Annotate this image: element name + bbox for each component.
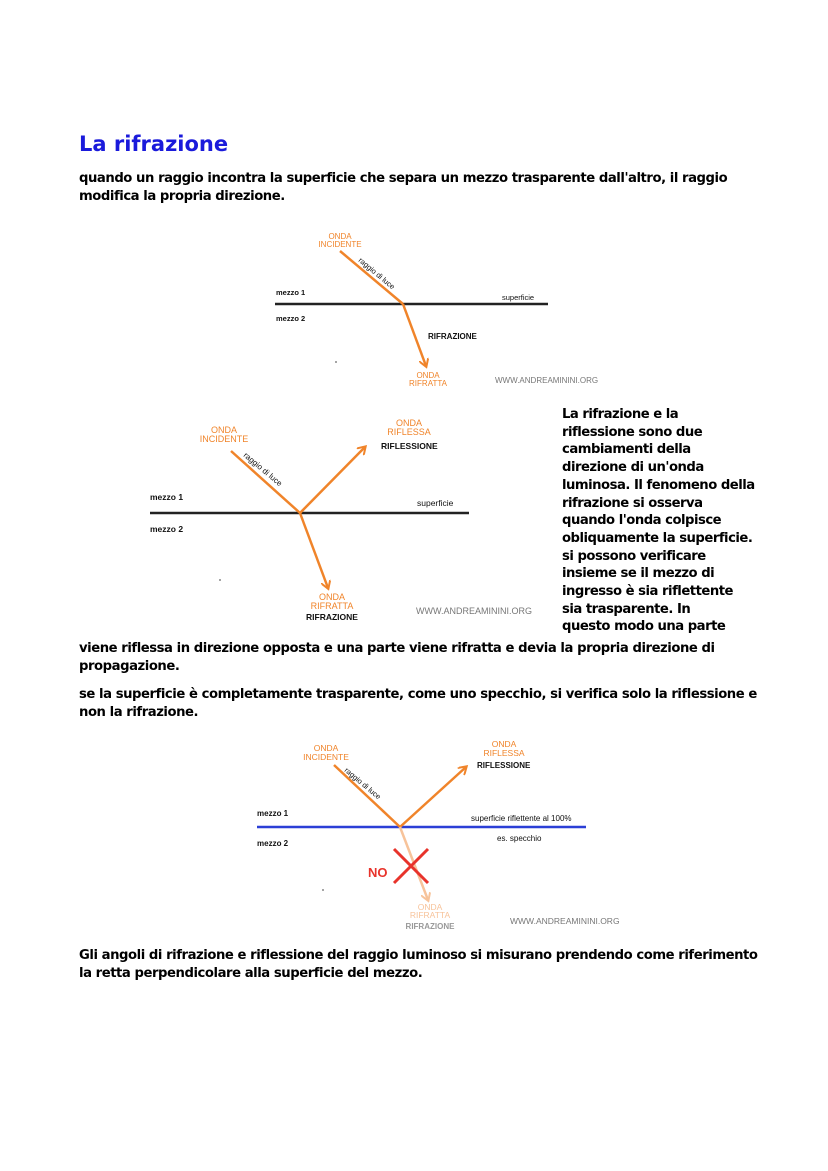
side-line: cambiamenti della <box>562 442 691 458</box>
refracted-ray <box>401 303 426 366</box>
ray-label: raggio di luce <box>357 256 397 292</box>
paragraph-mirror: se la superficie è completamente traspar… <box>79 687 757 720</box>
incident-ray <box>230 450 301 514</box>
no-label: NO <box>368 865 388 880</box>
side-line: obliquamente la superficie. <box>562 530 753 546</box>
paragraph-continuation: viene riflessa in direzione opposta e un… <box>79 641 715 674</box>
side-line: riflessione sono due <box>562 424 703 440</box>
medium1-label: mezzo 1 <box>276 288 305 297</box>
side-line: si possono verificare <box>562 548 706 564</box>
watermark: WWW.ANDREAMININI.ORG <box>495 376 598 385</box>
incident-label-1: ONDA <box>328 232 352 241</box>
incident-label-2: INCIDENTE <box>200 434 249 444</box>
watermark: WWW.ANDREAMININI.ORG <box>510 916 620 926</box>
reflected-label-1: ONDA <box>396 418 422 428</box>
side-text: La rifrazione e la riflessione sono due … <box>562 406 762 636</box>
refracted-label-2: RIFRATTA <box>410 910 451 920</box>
refracted-label-1: ONDA <box>418 902 443 912</box>
surface-label: superficie <box>502 293 534 302</box>
side-line: La rifrazione e la <box>562 407 679 422</box>
reflected-label-1: ONDA <box>492 739 517 749</box>
medium1-label: mezzo 1 <box>150 492 183 502</box>
ray-label: raggio di luce <box>242 451 285 489</box>
side-line: quando l'onda colpisce <box>562 513 722 529</box>
side-line: sia trasparente. In <box>562 601 691 617</box>
medium2-label: mezzo 2 <box>257 839 289 848</box>
reflected-ray <box>399 767 466 828</box>
medium1-label: mezzo 1 <box>257 809 289 818</box>
dot-mark <box>322 889 324 891</box>
watermark: WWW.ANDREAMININI.ORG <box>416 606 532 616</box>
reflection-label: RIFLESSIONE <box>477 761 531 770</box>
paragraph-angles: Gli angoli di rifrazione e riflessione d… <box>79 948 758 981</box>
side-line: ingresso è sia riflettente <box>562 584 733 600</box>
surface-label: superficie riflettente al 100% <box>471 814 572 823</box>
side-line: direzione di un'onda <box>562 460 704 476</box>
ray-label: raggio di luce <box>343 766 383 802</box>
reflected-label-2: RIFLESSA <box>483 748 524 758</box>
refraction-label: RIFRAZIONE <box>428 332 478 341</box>
paragraph-intro: quando un raggio incontra la superficie … <box>79 171 728 204</box>
reflection-label: RIFLESSIONE <box>381 441 438 451</box>
incident-label-1: ONDA <box>314 743 339 753</box>
dot-mark <box>335 361 337 363</box>
incident-label-2: INCIDENTE <box>318 240 361 249</box>
medium2-label: mezzo 2 <box>276 314 305 323</box>
refracted-ray <box>298 512 328 588</box>
refracted-label-2: RIFRATTA <box>311 601 354 611</box>
side-line: luminosa. Il fenomeno della <box>562 477 755 493</box>
incident-ray <box>339 250 404 305</box>
reflected-ray <box>299 447 365 514</box>
incident-ray <box>333 764 401 828</box>
refracted-label-2: RIFRATTA <box>409 379 448 388</box>
side-line: insieme se il mezzo di <box>562 566 715 582</box>
mirror-label: es. specchio <box>497 834 542 843</box>
reflected-label-2: RIFLESSA <box>387 427 431 437</box>
surface-label: superficie <box>417 498 454 508</box>
refraction-label: RIFRAZIONE <box>406 922 456 931</box>
incident-label-2: INCIDENTE <box>303 752 349 762</box>
refracted-label-1: ONDA <box>416 371 440 380</box>
side-line: rifrazione si osserva <box>562 495 703 511</box>
page-title: La rifrazione <box>79 132 229 156</box>
medium2-label: mezzo 2 <box>150 524 183 534</box>
refracted-label-1: ONDA <box>319 592 345 602</box>
refraction-label: RIFRAZIONE <box>306 612 358 622</box>
cross-stroke <box>392 847 430 885</box>
side-line: questo modo una parte <box>562 619 726 635</box>
dot-mark <box>219 579 221 581</box>
incident-label-1: ONDA <box>211 425 237 435</box>
diagram-refraction: ONDA INCIDENTE raggio di luce mezzo 1 me… <box>275 232 598 388</box>
diagram-reflection-refraction: ONDA INCIDENTE raggio di luce ONDA RIFLE… <box>150 418 532 622</box>
diagram-mirror-reflection: NO ONDA INCIDENTE raggio di luce ONDA RI… <box>257 739 620 931</box>
